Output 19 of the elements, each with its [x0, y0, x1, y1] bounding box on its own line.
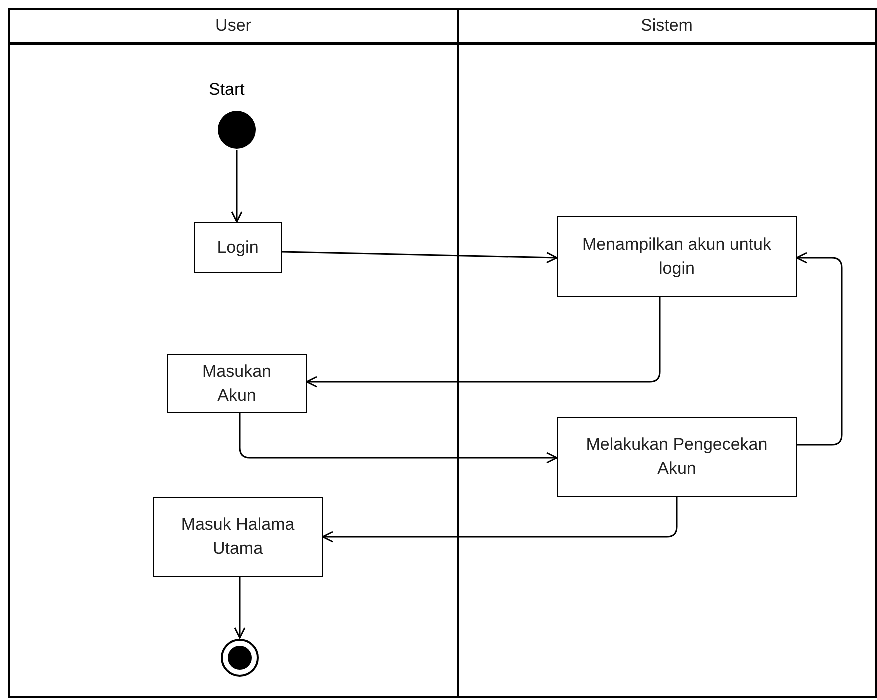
end-node	[220, 638, 260, 678]
action-box: Masuk Halama Utama	[153, 497, 323, 577]
swimlane	[8, 8, 459, 698]
action-box: Masukan Akun	[167, 354, 307, 413]
lane-title: Sistem	[459, 10, 875, 45]
action-box: Menampilkan akun untuk login	[557, 216, 797, 297]
arrow	[239, 413, 558, 464]
arrow	[234, 577, 246, 639]
node-caption: Start	[209, 80, 245, 100]
arrow	[322, 497, 678, 543]
swimlane	[457, 8, 877, 698]
action-box: Login	[194, 222, 282, 273]
arrow	[282, 251, 558, 264]
arrow	[796, 252, 843, 446]
start-node	[217, 110, 257, 150]
action-box: Melakukan Pengecekan Akun	[557, 417, 797, 497]
arrow	[231, 150, 243, 223]
lane-title: User	[10, 10, 457, 45]
arrow	[306, 297, 661, 388]
